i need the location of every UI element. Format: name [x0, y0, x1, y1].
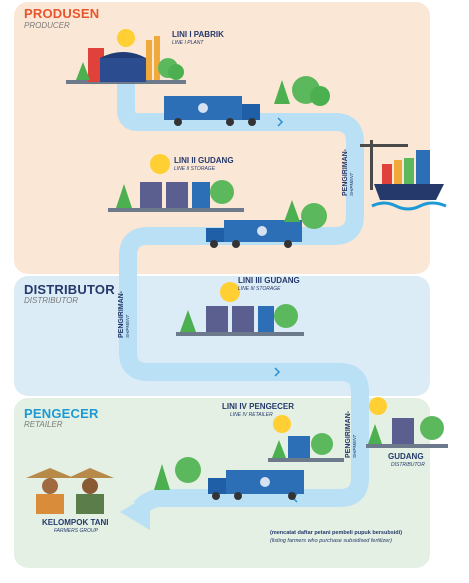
farmers-label: KELOMPOK TANI — [42, 518, 109, 527]
port-icon — [360, 140, 447, 211]
storage-icon — [176, 282, 304, 336]
plant-sublabel: LINE I PLANT — [172, 40, 204, 46]
truck-icon — [206, 220, 302, 248]
shipment-label-3: PENGIRIMAN- SHIPMENT — [345, 411, 357, 458]
retailer-icon — [268, 415, 344, 462]
farmers-sublabel: FARMERS GROUP — [54, 528, 98, 534]
shipment-label-1: PENGIRIMAN- SHIPMENT — [342, 149, 354, 196]
shipment-label-2: PENGIRIMAN- SHIPMENT — [118, 291, 130, 338]
retailer4-sublabel: LINE IV RETAILER — [230, 412, 273, 418]
warehouse-sublabel: DISTRIBUTOR — [391, 462, 425, 468]
shipment-title: PENGIRIMAN- — [342, 148, 349, 196]
farmers-icon — [26, 468, 114, 514]
shipment-title: PENGIRIMAN- — [118, 290, 125, 338]
truck-icon — [164, 96, 260, 126]
distributor-title: DISTRIBUTOR — [24, 282, 115, 297]
distributor-subtitle: DISTRIBUTOR — [24, 296, 79, 305]
retailer-subtitle: RETAILER — [24, 420, 63, 429]
flow-arrowhead — [120, 494, 150, 530]
producer-subtitle: PRODUCER — [24, 21, 70, 30]
shipment-subtitle: SHIPMENT — [349, 172, 354, 196]
trees-icon — [154, 457, 201, 490]
note-line-1: (mencatat daftar petani pembeli pupuk be… — [270, 530, 403, 536]
storage2-label: LINI II GUDANG — [174, 156, 234, 165]
shipment-subtitle: SHIPMENT — [125, 314, 130, 338]
trees-icon — [284, 200, 327, 229]
note-line-2: (listing farmers who purchase subsidised… — [270, 538, 392, 544]
shipment-title: PENGIRIMAN- — [345, 410, 352, 458]
retailer4-label: LINI IV PENGECER — [222, 402, 295, 411]
flow-path — [117, 80, 369, 515]
truck-icon — [208, 470, 304, 500]
plant-label: LINI I PABRIK — [172, 30, 224, 39]
warehouse-icon — [366, 397, 448, 448]
warehouse-label: GUDANG — [388, 452, 424, 461]
storage3-label: LINI III GUDANG — [238, 276, 300, 285]
retailer-title: PENGECER — [24, 406, 99, 421]
storage-icon — [108, 154, 244, 212]
factory-icon — [66, 29, 186, 84]
shipment-subtitle: SHIPMENT — [352, 434, 357, 458]
producer-title: PRODUSEN — [24, 6, 100, 21]
trees-icon — [274, 76, 330, 106]
storage2-sublabel: LINE II STORAGE — [174, 166, 216, 172]
storage3-sublabel: LINE III STORAGE — [238, 286, 281, 292]
